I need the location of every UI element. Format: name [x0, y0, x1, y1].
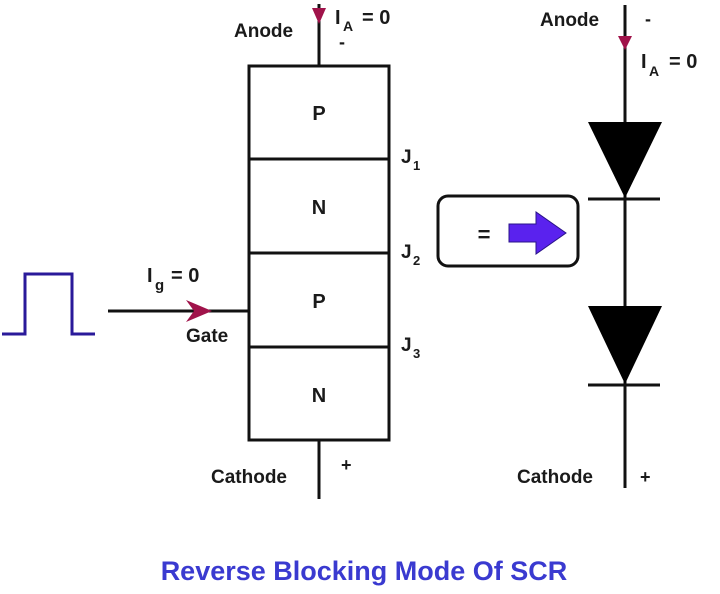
- svg-text:= 0: = 0: [362, 7, 390, 29]
- layer-p2: P: [312, 291, 325, 313]
- equivalence-indicator: =: [436, 194, 580, 268]
- diode-anode-label: Anode: [540, 10, 599, 31]
- scr-anode-polarity: -: [339, 32, 345, 52]
- svg-text:I: I: [147, 265, 153, 287]
- svg-text:= 0: = 0: [171, 265, 199, 287]
- scr-anode-current-label: I A = 0: [335, 7, 390, 34]
- scr-anode-label: Anode: [234, 21, 293, 42]
- layer-n2: N: [312, 385, 326, 407]
- diode-2-icon: [588, 306, 662, 387]
- svg-text:J: J: [401, 242, 412, 263]
- junction-label-j1: J 1: [401, 147, 420, 173]
- diode-anode-polarity: -: [645, 9, 651, 29]
- scr-gate-label: Gate: [186, 326, 228, 347]
- svg-text:A: A: [343, 18, 353, 34]
- layer-n1: N: [312, 197, 326, 219]
- svg-text:3: 3: [413, 346, 420, 361]
- diode-cathode-label: Cathode: [517, 467, 593, 488]
- gate-current-arrow-icon: [186, 300, 212, 322]
- diode-equivalent: Anode - I A = 0 Cathode +: [517, 5, 697, 488]
- svg-text:I: I: [335, 7, 341, 29]
- gate-current-label: I g = 0: [147, 265, 199, 294]
- diode-anode-current-arrow-icon: [618, 36, 632, 50]
- junction-label-j2: J 2: [401, 242, 420, 268]
- diode-cathode-polarity: +: [640, 467, 651, 487]
- svg-text:g: g: [155, 277, 164, 294]
- svg-text:J: J: [401, 147, 412, 168]
- svg-text:A: A: [649, 63, 659, 79]
- svg-text:1: 1: [413, 158, 420, 173]
- svg-text:J: J: [401, 335, 412, 356]
- svg-text:2: 2: [413, 253, 420, 268]
- diode-1-icon: [588, 122, 662, 201]
- scr-anode-current-arrow-icon: [312, 8, 326, 24]
- layer-p1: P: [312, 103, 325, 125]
- right-arrow-icon: [508, 211, 567, 255]
- diode-anode-current-label: I A = 0: [641, 51, 697, 79]
- gate-pulse-waveform-icon: [2, 272, 95, 336]
- scr-cathode-polarity: +: [341, 455, 352, 475]
- equals-sign: =: [478, 222, 491, 247]
- junction-label-j3: J 3: [401, 335, 420, 361]
- svg-text:= 0: = 0: [669, 51, 697, 73]
- diagram-title: Reverse Blocking Mode Of SCR: [161, 556, 568, 586]
- scr-structure: Anode - I A = 0 P N P N J 1 J 2 J 3 Ca: [2, 4, 420, 499]
- scr-cathode-label: Cathode: [211, 467, 287, 488]
- svg-text:I: I: [641, 51, 647, 73]
